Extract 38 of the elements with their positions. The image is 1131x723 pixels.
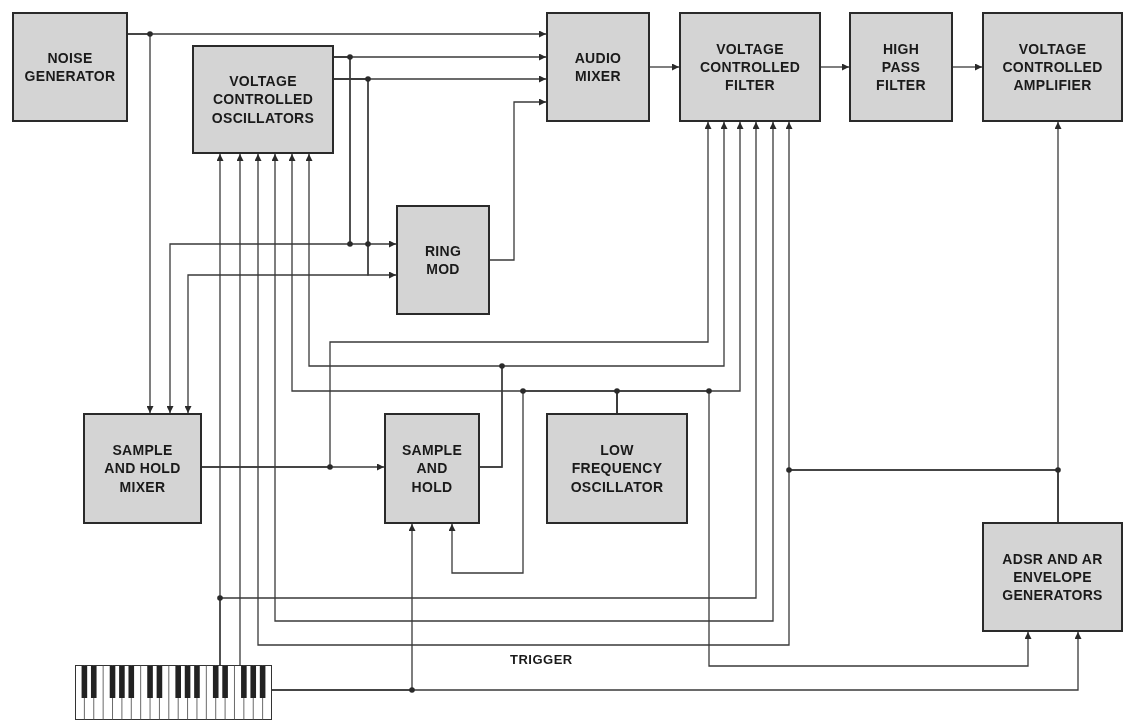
connector-arrow xyxy=(271,631,1082,691)
box-label: VOLTAGE CONTROLLED FILTER xyxy=(698,39,802,95)
connector-arrow xyxy=(184,78,369,414)
connector-arrow xyxy=(166,56,351,414)
process-box xyxy=(83,413,202,524)
process-box xyxy=(982,522,1123,632)
connector-arrow xyxy=(219,121,760,666)
process-box xyxy=(12,12,128,122)
process-box xyxy=(546,12,650,122)
box-label: SAMPLE AND HOLD xyxy=(400,441,464,496)
box-label: ADSR AND AR ENVELOPE GENERATORS xyxy=(1001,549,1104,605)
connector-arrow xyxy=(649,63,680,71)
box-label: AUDIO MIXER xyxy=(573,48,623,86)
box-label: LOW FREQUENCY OSCILLATOR xyxy=(569,441,665,496)
signal-label: TRIGGER xyxy=(510,652,573,667)
connector-arrow xyxy=(201,121,712,468)
connector-arrow xyxy=(271,121,777,622)
process-box xyxy=(192,45,334,154)
connector-arrow xyxy=(616,390,1032,667)
connector-arrow xyxy=(952,63,983,71)
process-box xyxy=(384,413,480,524)
box-label: SAMPLE AND HOLD MIXER xyxy=(103,441,182,496)
box-label: HIGH PASS FILTER xyxy=(875,39,927,95)
box-label: RING MOD xyxy=(423,241,463,279)
process-box xyxy=(396,205,490,315)
connector-arrow xyxy=(127,33,154,414)
connector-arrow xyxy=(489,98,547,261)
connector-arrow xyxy=(236,153,244,666)
process-box xyxy=(982,12,1123,122)
process-box xyxy=(546,413,688,524)
process-box xyxy=(849,12,953,122)
connector-arrow xyxy=(479,121,728,468)
process-box xyxy=(679,12,821,122)
box-label: NOISE GENERATOR xyxy=(23,48,117,86)
connector-arrow xyxy=(254,153,1059,646)
box-label: VOLTAGE CONTROLLED OSCILLATORS xyxy=(210,72,316,127)
box-label: VOLTAGE CONTROLLED AMPLIFIER xyxy=(1001,39,1104,95)
connector-arrow xyxy=(820,63,850,71)
